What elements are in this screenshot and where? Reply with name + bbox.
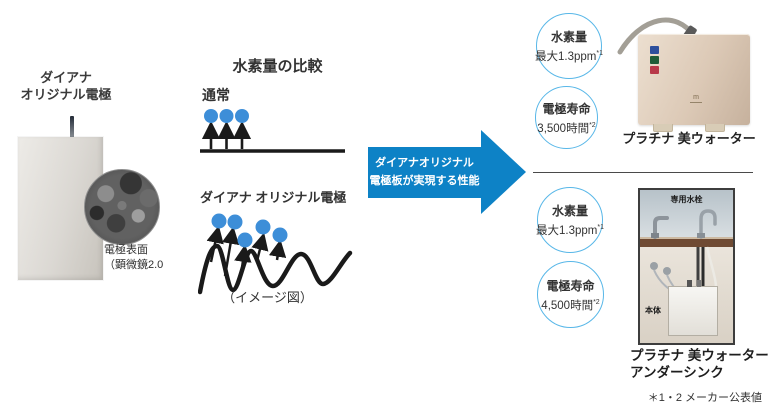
electrode-label: ダイアナ オリジナル電極: [8, 70, 124, 104]
badge-value: 4,500時間: [541, 299, 594, 312]
product-name-top: プラチナ 美ウォーター: [622, 131, 756, 146]
dedicated-faucet-label: 専用水栓: [670, 195, 703, 204]
hydrogen-bubble: [255, 219, 271, 235]
spec-badge-electrode-life-bottom: 電極寿命 4,500時間*2: [537, 261, 604, 328]
up-arrow-icon: [221, 226, 240, 277]
hydrogen-bubble: [272, 227, 288, 243]
wavy-electrode-line: [198, 243, 353, 295]
spec-badge-hydrogen-top: 水素量 最大1.3ppm*1: [535, 13, 603, 79]
product-name-bottom-line1: プラチナ 美ウォーター: [630, 348, 768, 363]
green-button-icon: [650, 56, 659, 64]
up-arrow-icon: [268, 239, 287, 261]
undersink-installation-image: 専用水栓 本体: [638, 188, 735, 345]
badge-value: 最大1.3ppm: [535, 51, 597, 63]
product-name-bottom-line2: アンダーシンク: [630, 364, 724, 380]
footnote: ＊1・2 メーカー公表値: [647, 392, 762, 404]
main-unit-label: 本体: [645, 306, 661, 315]
hydrogen-bubble: [204, 109, 218, 123]
normal-electrode-diagram: [200, 109, 345, 153]
spec-badge-electrode-life-top: 電極寿命 3,500時間*2: [535, 86, 598, 149]
original-electrode-diagram: [198, 213, 353, 295]
electrode-label-line2: オリジナル電極: [20, 86, 112, 102]
hydrogen-bubble: [227, 214, 243, 230]
shutoff-valve-icon: [650, 262, 658, 270]
comparison-title: 水素量の比較: [232, 58, 323, 75]
hydrogen-bubble: [237, 232, 253, 248]
badge-title: 水素量: [551, 204, 588, 218]
image-note-caption: （イメージ図）: [222, 290, 313, 305]
electrode-surface-label: 電極表面 （顕微鏡2.0: [104, 243, 163, 274]
badge-note: *1: [597, 224, 604, 232]
up-arrow-icon: [251, 232, 269, 262]
pipe-fitting: [697, 280, 701, 287]
spec-badge-hydrogen-bottom: 水素量 最大1.3ppm*1: [536, 187, 604, 253]
control-buttons: [650, 46, 659, 76]
countertop-ionizer-image: m: [638, 34, 750, 125]
hydrogen-bubble: [219, 109, 234, 123]
badge-title: 電極寿命: [542, 101, 591, 116]
pipe-fitting: [687, 280, 692, 287]
section-divider: [533, 172, 753, 173]
red-button-icon: [650, 66, 659, 74]
flow-arrow-text-line2: 電極板が実現する性能: [369, 174, 480, 187]
surface-label-line1: 電極表面: [104, 244, 148, 256]
flow-arrow-head-icon: [481, 130, 526, 214]
badge-title: 電極寿命: [546, 278, 595, 293]
hydrogen-bubble: [235, 109, 249, 123]
microscope-view-circle: [84, 169, 160, 245]
kitchen-faucet-icon: [653, 216, 669, 239]
hydrogen-bubble: [211, 213, 227, 229]
original-electrode-label: ダイアナ オリジナル電極: [200, 190, 347, 205]
badge-value: 3,500時間: [537, 122, 590, 135]
flow-arrow-text-line1: ダイアナオリジナル: [375, 156, 474, 169]
badge-note: *1: [596, 50, 603, 58]
flow-arrow-body: ダイアナオリジナル 電極板が実現する性能: [368, 147, 481, 198]
unit-foot: [653, 124, 673, 132]
surface-label-line2: （顕微鏡2.0: [104, 259, 164, 272]
electrode-label-line1: ダイアナ: [40, 70, 92, 85]
badge-note: *2: [589, 121, 596, 129]
brand-logo-icon: m: [690, 94, 702, 103]
product-name-bottom: プラチナ 美ウォーター アンダーシンク: [630, 348, 768, 382]
normal-label: 通常: [202, 87, 230, 103]
up-arrow-icon: [206, 225, 224, 263]
unit-foot: [705, 124, 725, 132]
dedicated-faucet-icon: [699, 209, 717, 239]
shutoff-valve-icon: [663, 267, 671, 275]
up-arrow-icon: [234, 244, 252, 269]
badge-title: 水素量: [550, 30, 587, 44]
main-unit-box: [668, 286, 718, 336]
badge-value: 最大1.3ppm: [536, 225, 598, 237]
badge-note: *2: [593, 298, 600, 306]
counter-top: [640, 237, 733, 247]
blue-button-icon: [650, 46, 659, 54]
flow-arrow: ダイアナオリジナル 電極板が実現する性能: [368, 130, 526, 214]
electrode-pin: [70, 116, 74, 142]
